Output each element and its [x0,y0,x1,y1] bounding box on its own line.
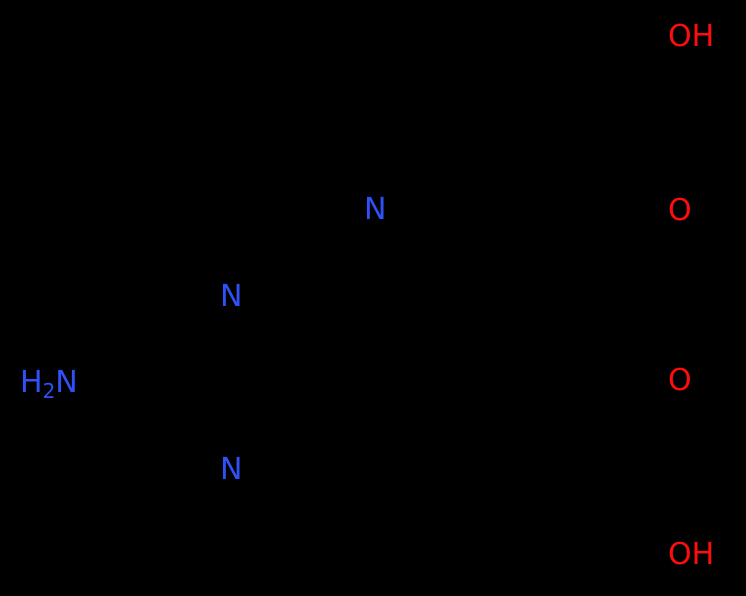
amino-subscript: 2 [42,379,56,403]
amino-h: H [20,365,43,400]
hydroxyl-bottom-label: OH [668,537,715,572]
ring-nitrogen-bottom-label: N [220,452,243,487]
carbonyl-oxygen-top-label: O [668,193,692,228]
imine-nitrogen-label: N [364,192,387,227]
ring-nitrogen-top-label: N [220,279,243,314]
amino-group-label: H2N [20,365,78,403]
amino-n: N [55,365,78,400]
hydroxyl-top-label: OH [668,19,715,54]
carbonyl-oxygen-bottom-label: O [668,363,692,398]
